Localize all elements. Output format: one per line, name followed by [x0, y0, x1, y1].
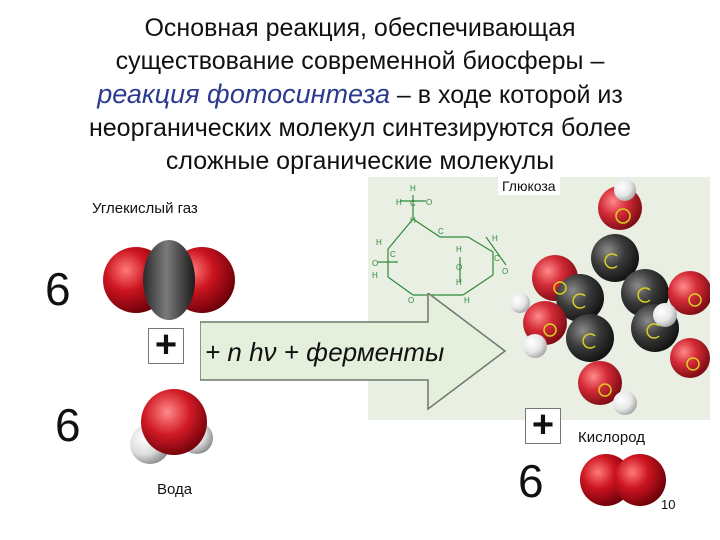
- reaction-arrow: [200, 293, 507, 411]
- formula-atom-o: O: [502, 267, 508, 276]
- title-line-1: Основная реакция, обеспечивающая: [144, 14, 576, 42]
- formula-atom-h: H: [464, 296, 470, 305]
- formula-atom-h: H: [376, 238, 382, 247]
- formula-atom-h: H: [456, 245, 462, 254]
- oxygen-molecule: [580, 454, 666, 506]
- formula-atom-o: O: [372, 259, 378, 268]
- formula-atom-o: O: [408, 296, 414, 305]
- title-line-5: сложные органические молекулы: [165, 147, 555, 175]
- formula-atom-h: H: [492, 234, 498, 243]
- formula-atom-h: H: [456, 278, 462, 287]
- glucose-atom-symbols: [543, 208, 702, 397]
- formula-atom-c: C: [410, 199, 416, 208]
- oxygen-label: Кислород: [578, 429, 645, 446]
- oxygen-coefficient: 6: [518, 455, 544, 507]
- plus-sign-reactants: +: [148, 326, 184, 364]
- formula-atom-o: O: [456, 263, 462, 272]
- carbon-dioxide-molecule: [103, 240, 235, 320]
- glucose-molecule-model: [510, 179, 710, 415]
- formula-atom-c: C: [438, 227, 444, 236]
- formula-atom-o: O: [426, 198, 432, 207]
- glucose-atoms: [510, 179, 710, 415]
- water-coefficient: 6: [55, 399, 81, 451]
- water-molecule: [130, 389, 213, 464]
- carbon-dioxide-coefficient: 6: [45, 263, 71, 315]
- title-line-3: реакция фотосинтеза – в ходе которой из: [0, 78, 720, 112]
- formula-atom-h: H: [410, 184, 416, 193]
- glucose-label: Глюкоза: [498, 177, 560, 195]
- title-line-2: существование современной биосферы –: [115, 47, 605, 75]
- title-line-3-rest: – в ходе которой из: [389, 81, 623, 109]
- water-label: Вода: [157, 481, 193, 498]
- formula-atom-h: H: [372, 271, 378, 280]
- page-number: 10: [661, 497, 676, 512]
- formula-atom-c: C: [494, 254, 500, 263]
- plus-sign-products: +: [525, 406, 561, 444]
- glucose-structural-formula: H H C O H H C O H C H O H H C O O H: [372, 184, 508, 305]
- slide-title: Основная реакция, обеспечивающая существ…: [0, 12, 720, 178]
- formula-atom-h: H: [410, 216, 416, 225]
- carbon-dioxide-label: Углекислый газ: [92, 200, 198, 217]
- title-line-4: неорганических молекул синтезируются бол…: [88, 114, 632, 142]
- formula-atom-c: C: [390, 250, 396, 259]
- formula-atom-h: H: [396, 198, 402, 207]
- reaction-conditions-text: + n hν + ферменты: [205, 337, 445, 367]
- title-emphasis: реакция фотосинтеза: [97, 79, 390, 109]
